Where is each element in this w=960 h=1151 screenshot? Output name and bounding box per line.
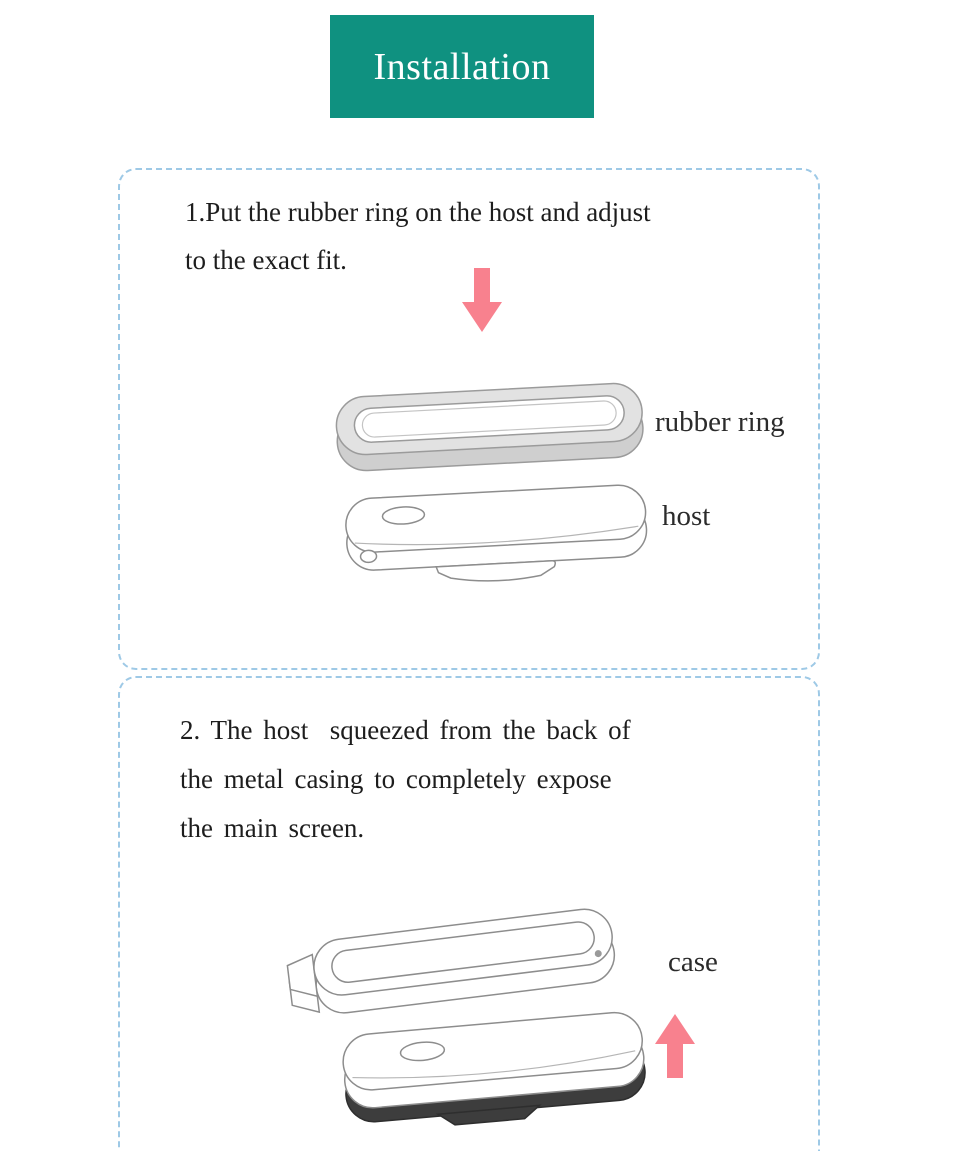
up-arrow-icon — [655, 1014, 695, 1078]
step1-line-1: 1.Put the rubber ring on the host and ad… — [185, 197, 651, 227]
step2-line-3: the main screen. — [180, 813, 365, 843]
step2-panel — [118, 676, 820, 1151]
step1-line-2: to the exact fit. — [185, 245, 347, 275]
rubber-ring-label: rubber ring — [655, 406, 785, 438]
step1-panel — [118, 168, 820, 670]
step2-line-1: 2. The host squeezed from the back of — [180, 715, 631, 745]
step2-instructions: 2. The host squeezed from the back of th… — [180, 706, 631, 853]
host-drawing — [345, 484, 648, 582]
case-and-host-illustration — [285, 908, 675, 1148]
step2-line-2: the metal casing to completely expose — [180, 764, 612, 794]
title-banner: Installation — [330, 15, 594, 118]
step1-instructions: 1.Put the rubber ring on the host and ad… — [185, 188, 651, 284]
rubber-ring-drawing — [335, 382, 644, 472]
page-title: Installation — [373, 45, 551, 88]
case-drawing — [286, 908, 616, 1014]
rubber-ring-and-host-illustration — [325, 378, 655, 603]
case-label: case — [668, 946, 718, 978]
down-arrow-icon — [462, 268, 502, 332]
host-drawing-2 — [342, 1011, 646, 1126]
host-label: host — [662, 500, 711, 532]
